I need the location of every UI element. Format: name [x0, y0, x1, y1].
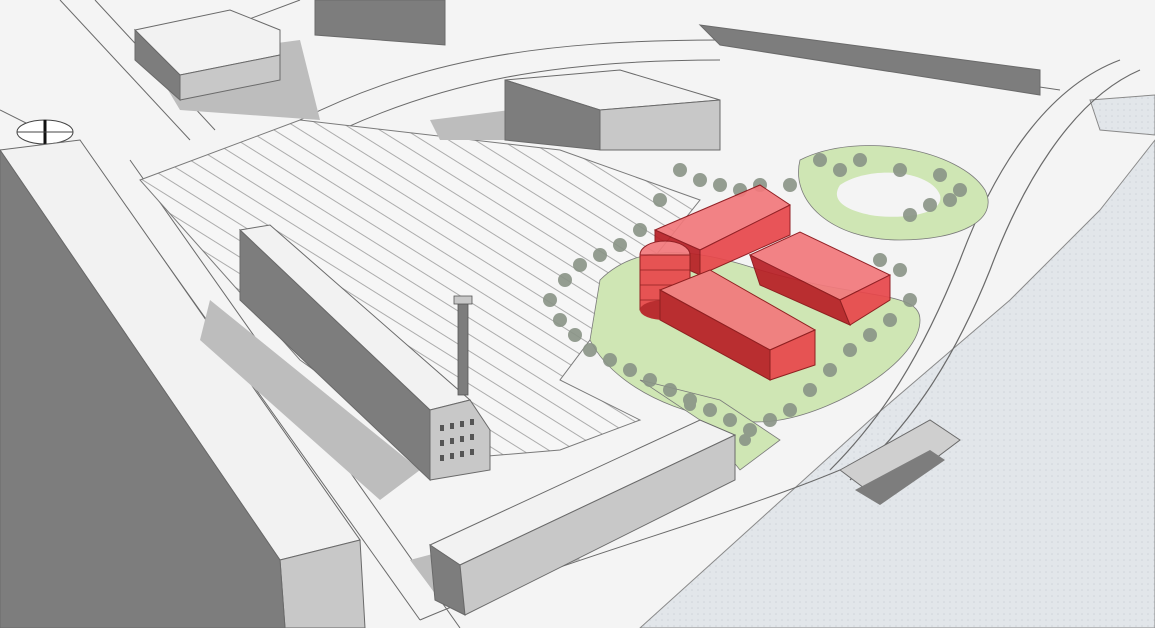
curved-road	[829, 59, 1121, 471]
river-upper	[1089, 94, 1155, 136]
bottom-building	[410, 419, 737, 616]
curved-road-edge	[849, 69, 1141, 481]
trees	[543, 153, 967, 446]
bridge-shadow	[855, 450, 945, 505]
left-long-building	[0, 139, 366, 628]
proposed-development	[639, 184, 892, 381]
top-right-building	[698, 24, 1041, 96]
river	[639, 139, 1155, 628]
mill-windows	[440, 419, 474, 461]
compass-icon	[16, 119, 74, 145]
mill-building	[200, 224, 491, 500]
chimney	[453, 295, 473, 396]
central-shed	[430, 69, 721, 151]
top-left-building	[133, 0, 446, 120]
